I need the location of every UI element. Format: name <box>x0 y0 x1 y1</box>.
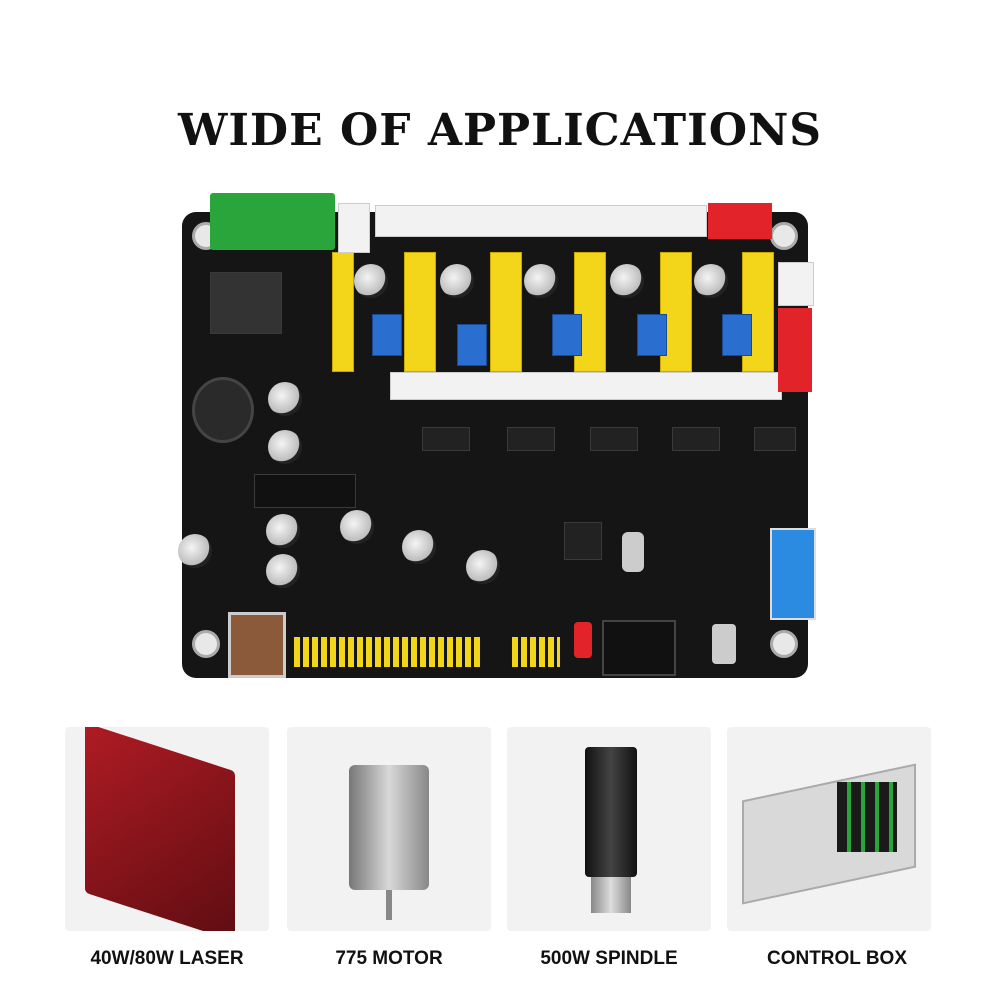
reset-button <box>574 622 592 658</box>
jumper-block <box>722 314 752 356</box>
power-terminal <box>210 193 335 250</box>
mounting-hole <box>770 630 798 658</box>
driver-header <box>490 252 522 372</box>
motor-image <box>349 765 429 890</box>
spindle-image <box>585 747 637 877</box>
regulator <box>210 272 282 334</box>
capacitor <box>268 382 302 416</box>
application-label: 40W/80W LASER <box>90 948 244 969</box>
chip <box>507 427 555 451</box>
chip <box>590 427 638 451</box>
red-connector <box>778 308 812 392</box>
capacitor <box>694 264 728 298</box>
jumper-block <box>637 314 667 356</box>
capacitor <box>440 264 474 298</box>
capacitor <box>610 264 644 298</box>
application-card-laser <box>65 727 269 931</box>
capacitor <box>402 530 436 564</box>
driver-header <box>742 252 774 372</box>
pcb-board <box>178 212 808 678</box>
usb-c-port <box>712 624 736 664</box>
capacitor <box>524 264 558 298</box>
offline-plug <box>602 620 676 676</box>
page-title: WIDE OF APPLICATIONS <box>177 105 823 156</box>
jumper-block <box>552 314 582 356</box>
red-connector <box>708 203 772 239</box>
jumper-block <box>457 324 487 366</box>
application-card-motor <box>287 727 491 931</box>
inductor <box>192 377 254 443</box>
driver-header <box>404 252 436 372</box>
application-label: CONTROL BOX <box>766 948 908 969</box>
pin-header <box>294 637 482 667</box>
spindle-collet <box>591 877 631 913</box>
pin-header <box>512 637 560 667</box>
capacitor <box>340 510 374 544</box>
capacitor <box>268 430 302 464</box>
motor-connectors <box>390 372 782 400</box>
chip <box>672 427 720 451</box>
capacitor <box>266 514 300 548</box>
heatsink <box>254 474 356 508</box>
microcontroller <box>564 522 602 560</box>
capacitor <box>466 550 500 584</box>
crystal <box>622 532 644 572</box>
connector <box>338 203 370 253</box>
motor-shaft <box>386 890 392 920</box>
jumper-block <box>372 314 402 356</box>
application-card-control-box <box>727 727 931 931</box>
capacitor <box>266 554 300 588</box>
driver-modules <box>837 782 897 852</box>
connector <box>778 262 814 306</box>
driver-header <box>332 252 354 372</box>
application-label: 775 MOTOR <box>335 948 443 969</box>
usb-b-port <box>228 612 286 678</box>
chip <box>754 427 796 451</box>
capacitor <box>178 534 212 568</box>
capacitor <box>354 264 388 298</box>
blue-terminals <box>770 528 816 620</box>
mounting-hole <box>192 630 220 658</box>
application-label: 500W SPINDLE <box>540 948 678 969</box>
mounting-hole <box>770 222 798 250</box>
laser-module-image <box>85 727 235 931</box>
limit-connectors <box>375 205 707 237</box>
application-card-spindle <box>507 727 711 931</box>
chip <box>422 427 470 451</box>
